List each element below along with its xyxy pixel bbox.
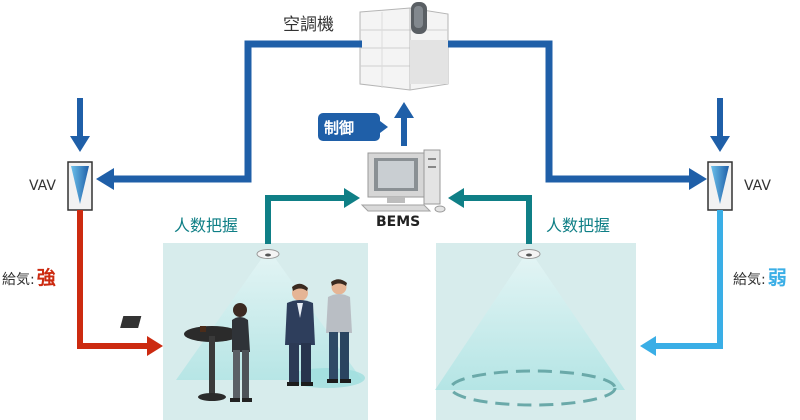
floor-area-left [289, 368, 365, 388]
inlet-arrowhead-left [70, 136, 90, 152]
sensor-cone-left [176, 258, 362, 380]
person-man-casual [326, 279, 352, 383]
occupancy-label-right: 人数把握 [546, 216, 611, 235]
supply-level-strong: 強 [36, 267, 56, 289]
ac-unit-label: 空調機 [283, 15, 334, 35]
control-label: 制御 [324, 119, 355, 137]
supply-strong-duct [77, 210, 150, 349]
supply-strong-arrowhead [147, 336, 163, 356]
person-woman [230, 303, 252, 402]
ceiling-sensor-icon [517, 249, 541, 259]
occupancy-arrowhead-left [344, 188, 360, 208]
vav-label-left: VAV [29, 178, 56, 194]
duct-right [448, 40, 691, 183]
air-conditioner-icon [359, 2, 449, 91]
control-arrowhead [394, 102, 414, 118]
ceiling-sensor-icon [256, 249, 280, 259]
computer-icon [360, 149, 446, 213]
control-badge [318, 113, 388, 141]
duct-left [111, 40, 362, 183]
floor-area-right [449, 369, 617, 407]
occupancy-arrow-right [462, 195, 532, 244]
sensor-cone-right [435, 258, 625, 390]
vav-label-right: VAV [744, 178, 771, 194]
supply-level-weak: 弱 [767, 267, 787, 289]
duct-right-arrowhead [689, 168, 707, 190]
standing-table [120, 316, 240, 401]
vav-damper-icon [707, 161, 733, 211]
supply-air-label-right: 給気:弱 [733, 263, 787, 290]
occupancy-arrow-left [265, 195, 346, 244]
supply-air-text-left: 給気: [2, 272, 35, 288]
supply-air-label-left: 給気:強 [2, 263, 56, 290]
bems-label: BEMS [376, 214, 421, 230]
vav-damper-icon [67, 161, 93, 211]
supply-air-text-right: 給気: [733, 272, 766, 288]
supply-weak-arrowhead [640, 336, 656, 356]
occupancy-label-left: 人数把握 [174, 216, 239, 235]
supply-weak-duct [654, 210, 723, 349]
person-man-suit [285, 283, 315, 386]
occupancy-arrowhead-right [448, 188, 464, 208]
inlet-arrowhead-right [710, 136, 730, 152]
duct-left-arrowhead [96, 168, 114, 190]
